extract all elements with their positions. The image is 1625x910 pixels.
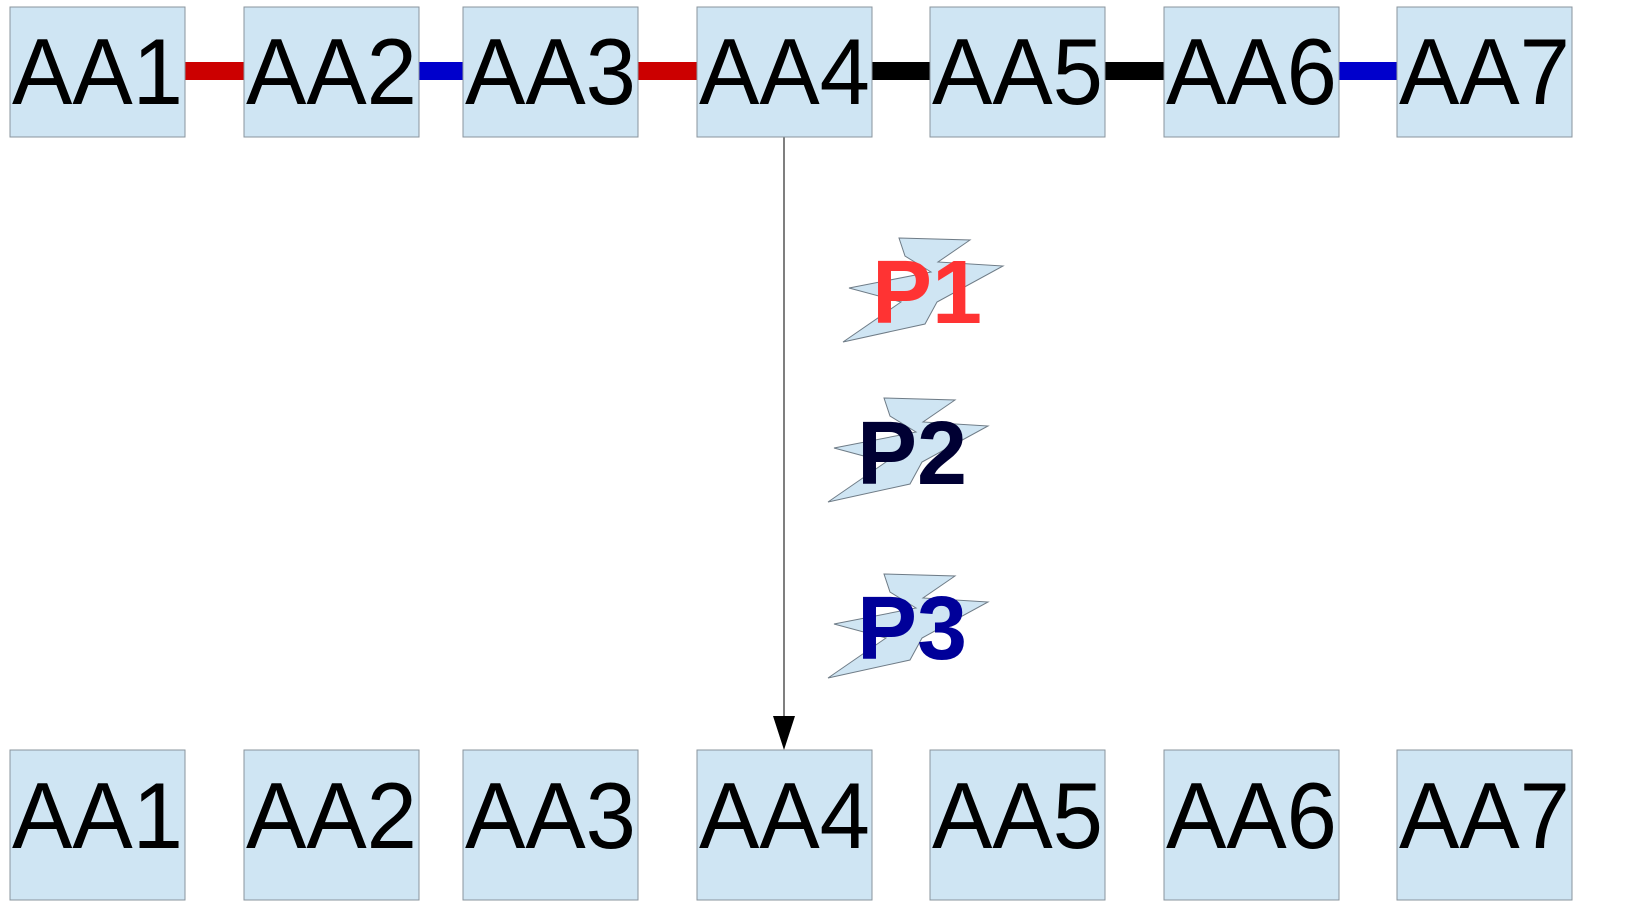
transition-arrow (773, 137, 795, 750)
lightning-bolt-icon (827, 573, 990, 679)
lightning-bolt-icon (827, 397, 990, 503)
p-label-p2: P2 (857, 404, 967, 504)
bottom-row-box-aa7: AA7 (1396, 749, 1573, 901)
p-label-p3: P3 (857, 579, 967, 679)
p-label-group-p3: P3 (827, 573, 990, 679)
box-label: AA5 (932, 19, 1103, 124)
box-rect (243, 749, 420, 901)
box-label: AA2 (246, 763, 417, 868)
top-row-box-aa4: AA4 (696, 6, 873, 138)
top-row-box-aa5: AA5 (929, 6, 1106, 138)
box-rect (1163, 749, 1340, 901)
bottom-row-box-aa2: AA2 (243, 749, 420, 901)
box-label: AA6 (1166, 763, 1337, 868)
p-label-p1: P1 (872, 243, 982, 343)
box-label: AA5 (932, 763, 1103, 868)
bottom-row: AA1 AA2 AA3 AA4 AA5 AA6 AA7 (9, 749, 1573, 901)
box-rect (462, 6, 639, 138)
top-row-box-aa3: AA3 (462, 6, 639, 138)
box-label: AA1 (12, 19, 183, 124)
box-label: AA7 (1399, 19, 1570, 124)
box-label: AA3 (465, 19, 636, 124)
top-row: AA1 AA2 AA3 AA4 AA5 AA6 AA7 (9, 6, 1573, 138)
box-rect (1396, 749, 1573, 901)
lightning-bolt-icon (842, 237, 1005, 343)
box-rect (696, 6, 873, 138)
box-label: AA1 (12, 763, 183, 868)
box-label: AA4 (699, 763, 870, 868)
box-rect (9, 749, 186, 901)
box-label: AA3 (465, 763, 636, 868)
bottom-row-box-aa4: AA4 (696, 749, 873, 901)
box-rect (1163, 6, 1340, 138)
bottom-row-box-aa3: AA3 (462, 749, 639, 901)
box-label: AA4 (699, 19, 870, 124)
box-rect (1396, 6, 1573, 138)
box-label: AA7 (1399, 763, 1570, 868)
box-rect (462, 749, 639, 901)
p-label-group-p2: P2 (827, 397, 990, 504)
box-rect (929, 749, 1106, 901)
box-rect (929, 6, 1106, 138)
bottom-row-box-aa1: AA1 (9, 749, 186, 901)
bottom-row-box-aa6: AA6 (1163, 749, 1340, 901)
box-rect (243, 6, 420, 138)
arrow-head (773, 716, 795, 750)
top-row-box-aa1: AA1 (9, 6, 186, 138)
top-row-box-aa2: AA2 (243, 6, 420, 138)
box-rect (696, 749, 873, 901)
p-label-group-p1: P1 (842, 237, 1005, 343)
box-label: AA6 (1166, 19, 1337, 124)
bottom-row-box-aa5: AA5 (929, 749, 1106, 901)
box-rect (9, 6, 186, 138)
top-row-box-aa7: AA7 (1396, 6, 1573, 138)
box-label: AA2 (246, 19, 417, 124)
top-row-box-aa6: AA6 (1163, 6, 1340, 138)
